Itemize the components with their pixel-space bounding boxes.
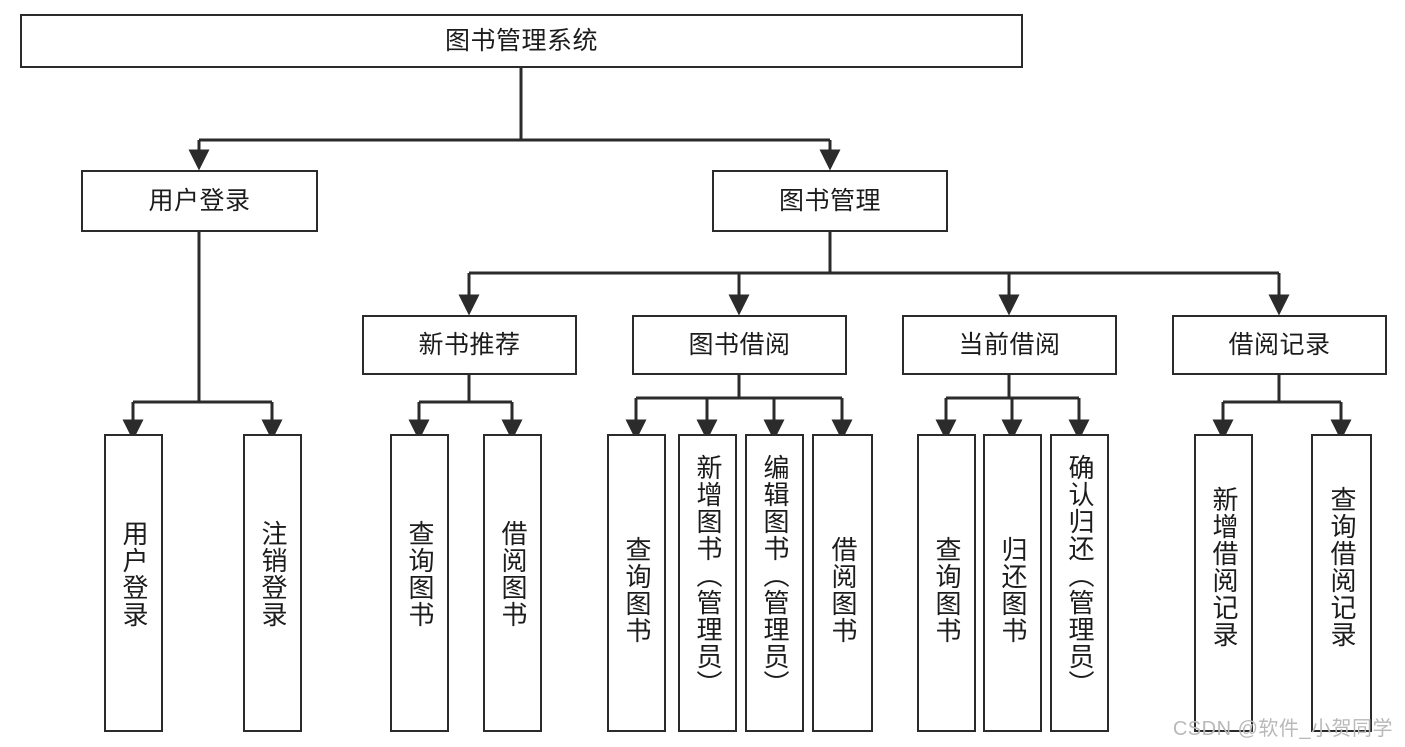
leaf-query-book-current[interactable]: 查询图书 [917, 434, 976, 732]
node-label: 查询图书 [405, 520, 436, 628]
node-label: 图书管理 [778, 187, 881, 215]
leaf-return-book[interactable]: 归还图书 [983, 434, 1042, 732]
leaf-user-login[interactable]: 用户登录 [104, 434, 163, 732]
node-label: 图书管理系统 [444, 27, 598, 55]
leaf-add-borrow-record[interactable]: 新增借阅记录 [1194, 434, 1253, 732]
node-label: 新增图书（管理员） [693, 454, 724, 697]
leaf-query-borrow-record[interactable]: 查询借阅记录 [1311, 434, 1372, 732]
leaf-borrow-book-recommend[interactable]: 借阅图书 [483, 434, 542, 732]
node-label: 查询图书 [622, 536, 653, 644]
leaf-confirm-return-admin[interactable]: 确认归还（管理员） [1050, 434, 1109, 732]
node-user-login[interactable]: 用户登录 [81, 170, 318, 232]
node-label: 编辑图书（管理员） [760, 454, 791, 697]
node-book-management[interactable]: 图书管理 [712, 170, 948, 232]
leaf-logout-login[interactable]: 注销登录 [243, 434, 302, 732]
node-system-root[interactable]: 图书管理系统 [20, 14, 1023, 68]
node-label: 当前借阅 [958, 331, 1061, 359]
leaf-query-book-recommend[interactable]: 查询图书 [390, 434, 449, 732]
node-new-book-recommend[interactable]: 新书推荐 [362, 315, 577, 375]
node-label: 新增借阅记录 [1209, 486, 1240, 648]
leaf-edit-book-admin[interactable]: 编辑图书（管理员） [745, 434, 804, 732]
node-current-borrow[interactable]: 当前借阅 [902, 315, 1117, 375]
node-label: 用户登录 [148, 187, 251, 215]
node-book-borrow[interactable]: 图书借阅 [632, 315, 847, 375]
leaf-query-book-borrow[interactable]: 查询图书 [607, 434, 666, 732]
node-label: 归还图书 [998, 536, 1029, 644]
node-label: 用户登录 [119, 520, 150, 628]
csdn-watermark: CSDN @软件_小贺同学 [1172, 718, 1393, 740]
node-label: 新书推荐 [418, 331, 521, 359]
node-label: 借阅记录 [1228, 331, 1331, 359]
node-label: 借阅图书 [498, 520, 529, 628]
node-label: 注销登录 [258, 520, 289, 628]
leaf-borrow-book[interactable]: 借阅图书 [812, 434, 873, 732]
node-borrow-records[interactable]: 借阅记录 [1172, 315, 1387, 375]
node-label: 查询借阅记录 [1327, 486, 1358, 648]
leaf-add-book-admin[interactable]: 新增图书（管理员） [678, 434, 737, 732]
node-label: 确认归还（管理员） [1065, 454, 1096, 697]
node-label: 借阅图书 [828, 536, 859, 644]
node-label: 图书借阅 [688, 331, 791, 359]
node-label: 查询图书 [932, 536, 963, 644]
